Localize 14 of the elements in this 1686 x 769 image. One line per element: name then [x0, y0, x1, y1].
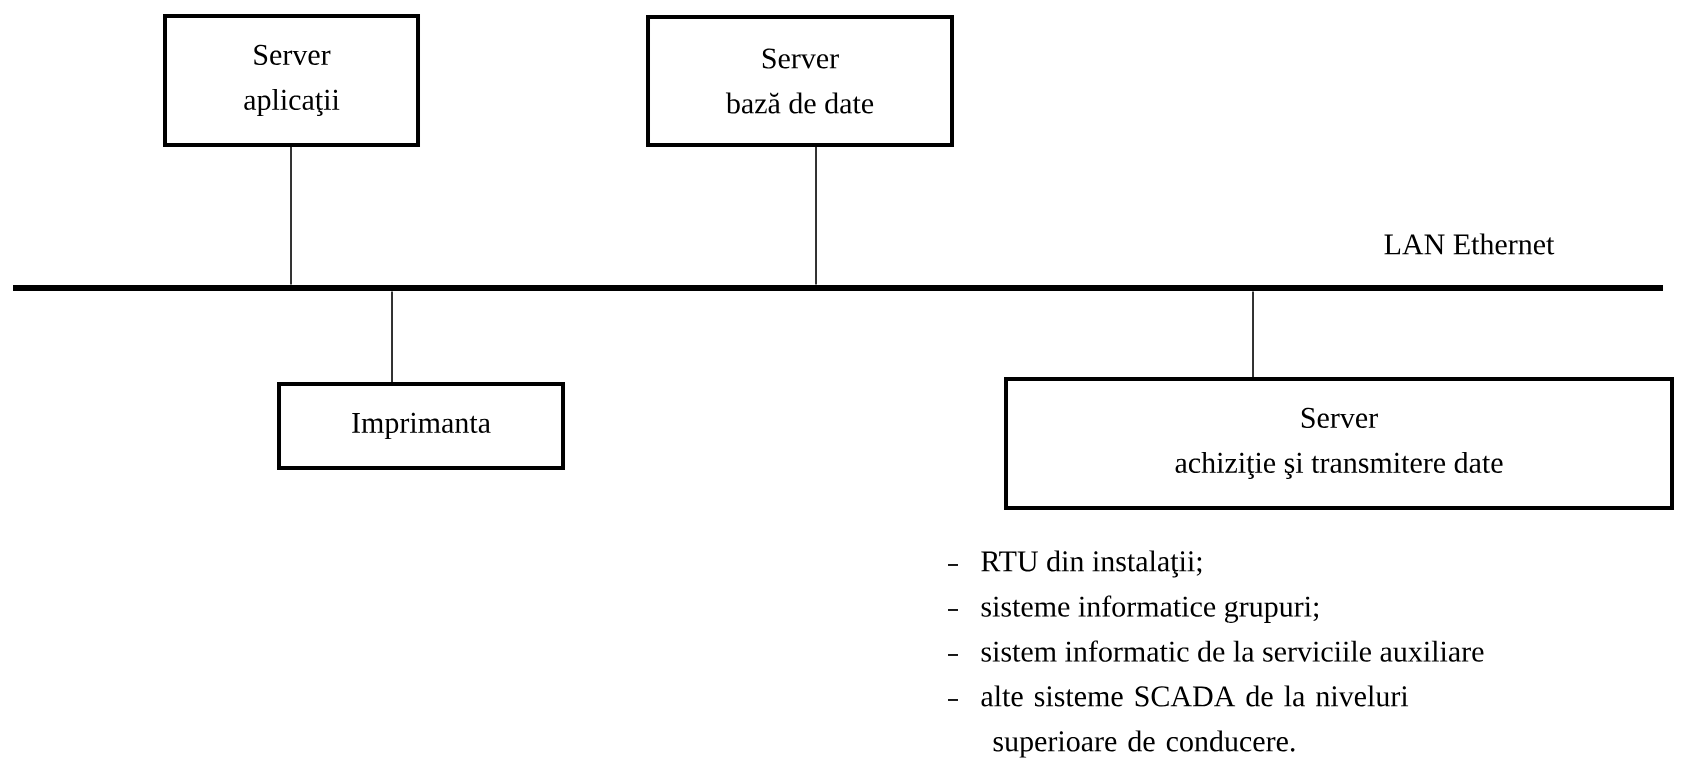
list-item: sisteme informatice grupuri; — [981, 595, 1319, 623]
server-box: Server aplicaţii — [163, 14, 420, 147]
network-label: LAN Ethernet — [1384, 233, 1555, 255]
network-bus — [13, 285, 1663, 291]
connector-line — [1252, 290, 1254, 378]
server-box: Server achiziţie şi transmitere date — [1004, 377, 1674, 510]
connector-line — [290, 146, 292, 286]
list-item: RTU din instalaţii; — [981, 550, 1202, 578]
connector-line — [815, 146, 817, 286]
list-item: sistem informatic de la serviciile auxiliare — [981, 640, 1484, 662]
list-item: alte sisteme SCADA de la niveluri superioare de conducere. — [981, 685, 1409, 758]
connector-line — [391, 290, 393, 383]
server-box: Server bază de date — [646, 15, 954, 147]
server-box: Imprimanta — [277, 382, 565, 470]
